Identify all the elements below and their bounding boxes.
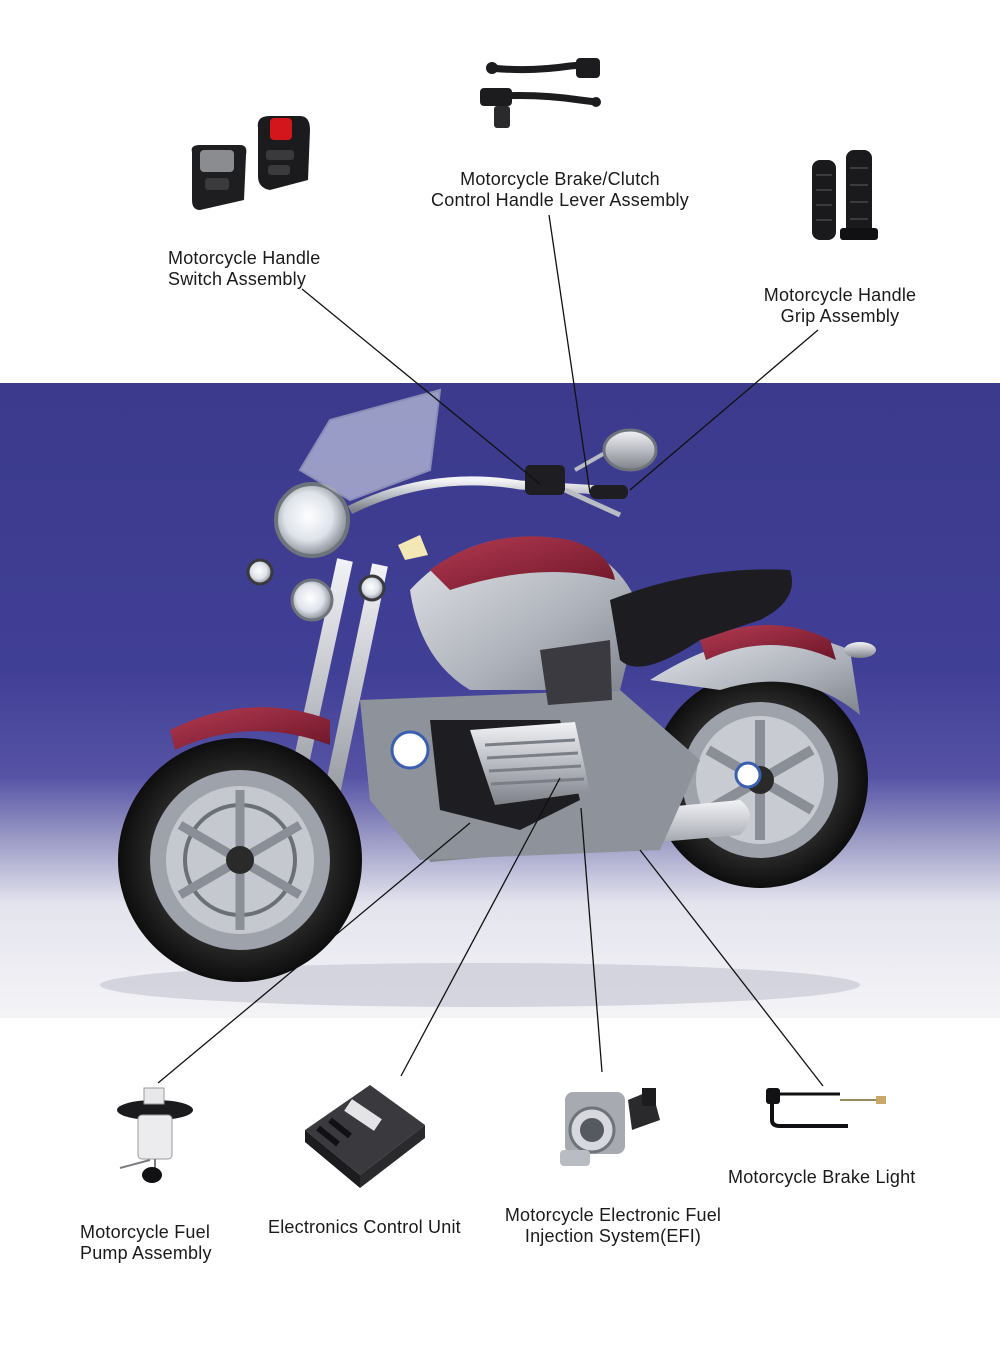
label-ecu: Electronics Control Unit: [268, 1217, 461, 1238]
brake-light-switch-icon: [766, 1088, 886, 1128]
leader-lines: [157, 214, 824, 1087]
label-brake-clutch-lever-line1: Motorcycle Brake/Clutch: [460, 169, 660, 189]
label-efi-line2: Injection System(EFI): [524, 1226, 702, 1246]
label-handle-switch: Motorcycle Handle Switch Assembly: [168, 248, 320, 290]
label-handle-grip-line2: Grip Assembly: [780, 306, 900, 326]
label-brake-clutch-lever: Motorcycle Brake/Clutch Control Handle L…: [410, 169, 710, 211]
lever-icon: [480, 58, 601, 128]
label-handle-grip: Motorcycle Handle Grip Assembly: [740, 285, 940, 327]
efi-throttle-icon: [560, 1088, 660, 1166]
leader-line-fuel-pump: [157, 822, 471, 1084]
label-brake-clutch-lever-line2: Control Handle Lever Assembly: [431, 190, 689, 210]
leader-line-grip: [629, 329, 819, 491]
ecu-icon: [305, 1085, 425, 1188]
leader-line-ecu: [400, 777, 561, 1077]
label-handle-switch-line1: Motorcycle Handle: [168, 248, 321, 268]
label-fuel-pump-line2: Pump Assembly: [80, 1243, 212, 1263]
leader-line-brake-light: [639, 849, 824, 1087]
label-fuel-pump: Motorcycle Fuel Pump Assembly: [80, 1222, 212, 1264]
label-brake-light: Motorcycle Brake Light: [728, 1167, 915, 1188]
label-efi: Motorcycle Electronic Fuel Injection Sys…: [498, 1205, 728, 1247]
motorcycle-icon: [100, 388, 876, 1007]
label-ecu-line1: Electronics Control Unit: [268, 1217, 461, 1237]
label-brake-light-line1: Motorcycle Brake Light: [728, 1167, 916, 1187]
leader-line-lever: [548, 214, 591, 494]
fuel-pump-icon: [117, 1087, 193, 1183]
grip-icon: [812, 150, 878, 240]
leader-line-efi: [580, 807, 603, 1073]
label-efi-line1: Motorcycle Electronic Fuel: [504, 1205, 722, 1225]
handle-switch-icon: [191, 116, 310, 210]
label-handle-grip-line1: Motorcycle Handle: [763, 285, 917, 305]
label-fuel-pump-line1: Motorcycle Fuel: [80, 1222, 211, 1242]
leader-line-switch: [301, 288, 541, 485]
label-handle-switch-line2: Switch Assembly: [168, 269, 307, 289]
